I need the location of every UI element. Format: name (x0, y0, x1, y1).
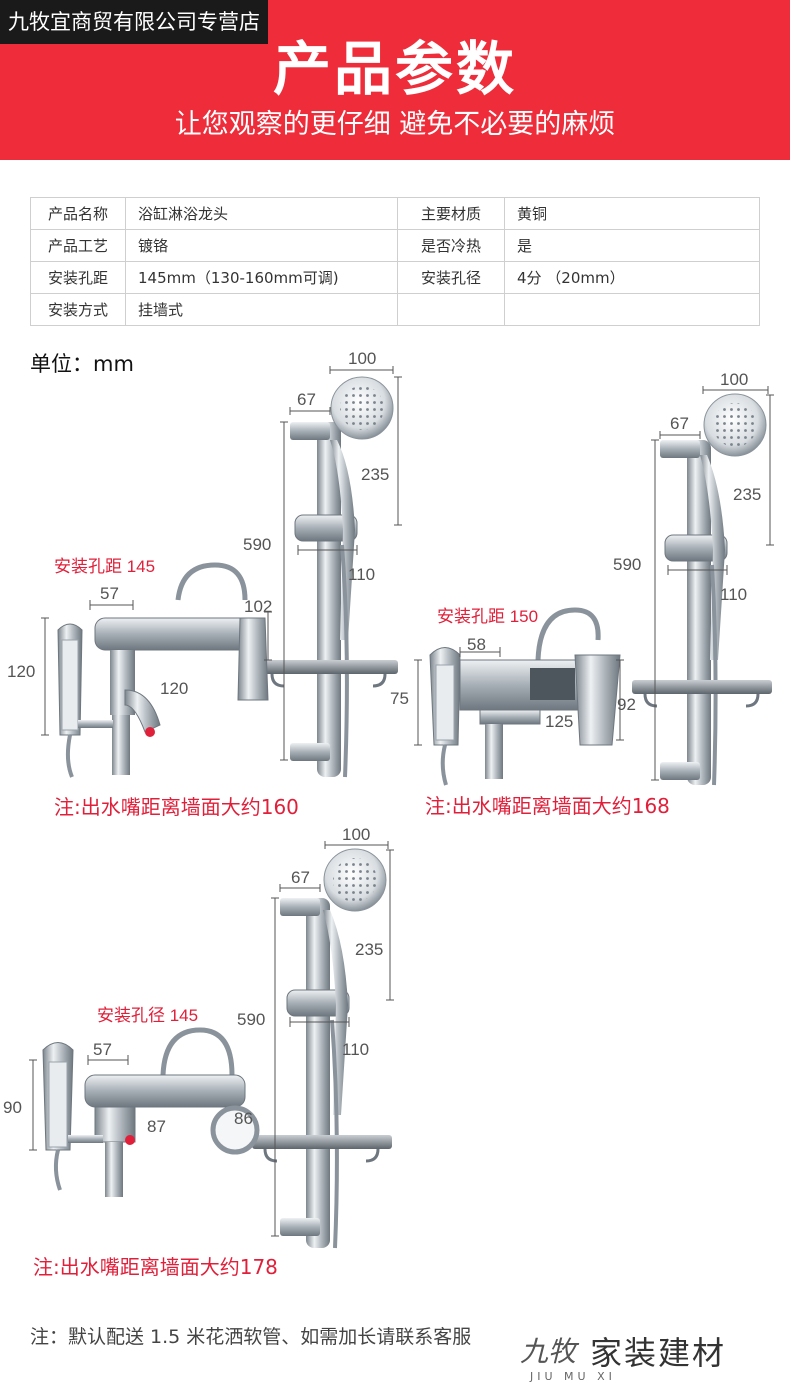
banner-title: 产品参数 (272, 35, 517, 103)
spec-row: 安装方式 挂墙式 (30, 293, 760, 326)
dim-body-height: 102 (244, 597, 272, 616)
dim-spout: 125 (545, 712, 573, 731)
header-banner: 产品参数 让您观察的更仔细 避免不必要的麻烦 (0, 0, 790, 160)
spec-value: 4分 （20mm） (504, 261, 760, 294)
spec-key: 产品工艺 (30, 229, 126, 262)
logo-sub-text: JIU MU XI (530, 1370, 616, 1383)
dim-total-height: 120 (7, 662, 35, 681)
dim-bar-width: 67 (670, 414, 689, 433)
shop-name-tag[interactable]: 九牧宜商贸有限公司专营店 (0, 0, 268, 44)
dim-rail-height: 590 (243, 535, 271, 554)
dim-spout: 87 (147, 1117, 166, 1136)
spec-key (397, 293, 505, 326)
dimension-lines (414, 386, 774, 781)
spec-key: 主要材质 (397, 197, 505, 230)
spec-key: 安装孔距 (30, 261, 126, 294)
spout-distance-note-2: 注:出水嘴距离墙面大约168 (425, 794, 670, 818)
logo-main-text: 家装建材 (590, 1334, 727, 1372)
spec-key: 安装方式 (30, 293, 126, 326)
spec-value: 浴缸淋浴龙头 (125, 197, 398, 230)
faucet-dimension-diagrams: 100 67 235 590 110 57 102 120 120 安装孔距 1… (3, 349, 774, 1249)
dim-holder: 110 (348, 565, 375, 584)
slide-rail (290, 422, 358, 777)
spec-value (504, 293, 760, 326)
soap-shelf (258, 660, 398, 688)
spec-key: 产品名称 (30, 197, 126, 230)
dim-head-height: 235 (733, 485, 761, 504)
dim-bar-width: 67 (297, 390, 316, 409)
shower-head (700, 393, 767, 660)
dim-hole: 57 (93, 1040, 112, 1059)
footer-note: 注：默认配送 1.5 米花洒软管、如需加长请联系客服 (30, 1326, 472, 1348)
spec-row: 产品工艺 镀铬 是否冷热 是 (30, 229, 760, 262)
install-hole-label: 安装孔径 145 (97, 1006, 198, 1025)
diagram-3: 100 67 235 590 110 57 90 87 86 安装孔径 145 (3, 825, 394, 1249)
hand-sprayer (42, 1042, 103, 1191)
spec-key: 是否冷热 (397, 229, 505, 262)
spec-value: 是 (504, 229, 760, 262)
shower-hose (330, 1019, 339, 1249)
dim-total-height: 75 (390, 689, 409, 708)
dim-rail-height: 590 (237, 1010, 265, 1029)
dimension-lines (41, 366, 402, 761)
dim-hole: 58 (467, 635, 486, 654)
install-distance-label: 安装孔距 145 (54, 557, 155, 576)
spec-value: 挂墙式 (125, 293, 398, 326)
dim-hole: 57 (100, 584, 119, 603)
dim-head-width: 100 (342, 825, 370, 844)
brand-logo: 九牧 家装建材 JIU MU XI (520, 1328, 790, 1388)
shower-hose (340, 544, 349, 778)
spec-value: 镀铬 (125, 229, 398, 262)
dim-bar-width: 67 (291, 868, 310, 887)
diagram-2: 100 67 235 590 110 58 75 125 92 安装孔距 150 (390, 370, 774, 786)
dim-head-height: 235 (361, 465, 389, 484)
dim-spout: 120 (160, 679, 188, 698)
shower-hose (710, 564, 718, 786)
dimension-labels: 100 67 235 590 110 57 90 87 86 (3, 825, 383, 1136)
install-distance-label: 安装孔距 150 (437, 607, 538, 626)
diagram-1: 100 67 235 590 110 57 102 120 120 安装孔距 1… (7, 349, 402, 778)
dim-head-width: 100 (720, 370, 748, 389)
dim-body-height: 86 (234, 1109, 253, 1128)
spec-table: 产品名称 浴缸淋浴龙头 主要材质 黄铜 产品工艺 镀铬 是否冷热 是 安装孔距 … (30, 197, 760, 326)
spec-value: 145mm（130-160mm可调) (125, 261, 398, 294)
dim-holder: 110 (342, 1040, 369, 1059)
dimension-labels: 100 67 235 590 110 57 102 120 120 (7, 349, 389, 698)
dim-body-height: 92 (617, 695, 636, 714)
logo-script-text: 九牧 (520, 1335, 577, 1368)
shower-head (323, 848, 387, 1115)
dim-rail-height: 590 (613, 555, 641, 574)
spec-row: 产品名称 浴缸淋浴龙头 主要材质 黄铜 (30, 197, 760, 230)
faucet-body (459, 607, 621, 779)
slide-rail (660, 440, 728, 785)
banner-subtitle: 让您观察的更仔细 避免不必要的麻烦 (174, 109, 616, 140)
spec-row: 安装孔距 145mm（130-160mm可调) 安装孔径 4分 （20mm） (30, 261, 760, 294)
dim-head-height: 235 (355, 940, 383, 959)
unit-label: 单位：mm (30, 352, 134, 376)
dimension-labels: 100 67 235 590 110 58 75 125 92 (390, 370, 761, 731)
faucet-body (84, 1027, 260, 1197)
spec-value: 黄铜 (504, 197, 760, 230)
hand-sprayer (429, 647, 461, 786)
dim-head-width: 100 (348, 349, 376, 368)
dimension-lines (29, 841, 394, 1237)
hand-sprayer (57, 623, 113, 778)
spout-distance-note-1: 注:出水嘴距离墙面大约160 (54, 795, 299, 819)
dim-holder: 110 (720, 585, 747, 604)
spec-key: 安装孔径 (397, 261, 505, 294)
slide-rail (280, 898, 350, 1248)
faucet-body (94, 562, 269, 775)
dim-total-height: 90 (3, 1098, 22, 1117)
spout-distance-note-3: 注:出水嘴距离墙面大约178 (33, 1255, 278, 1279)
shower-head (330, 376, 394, 640)
